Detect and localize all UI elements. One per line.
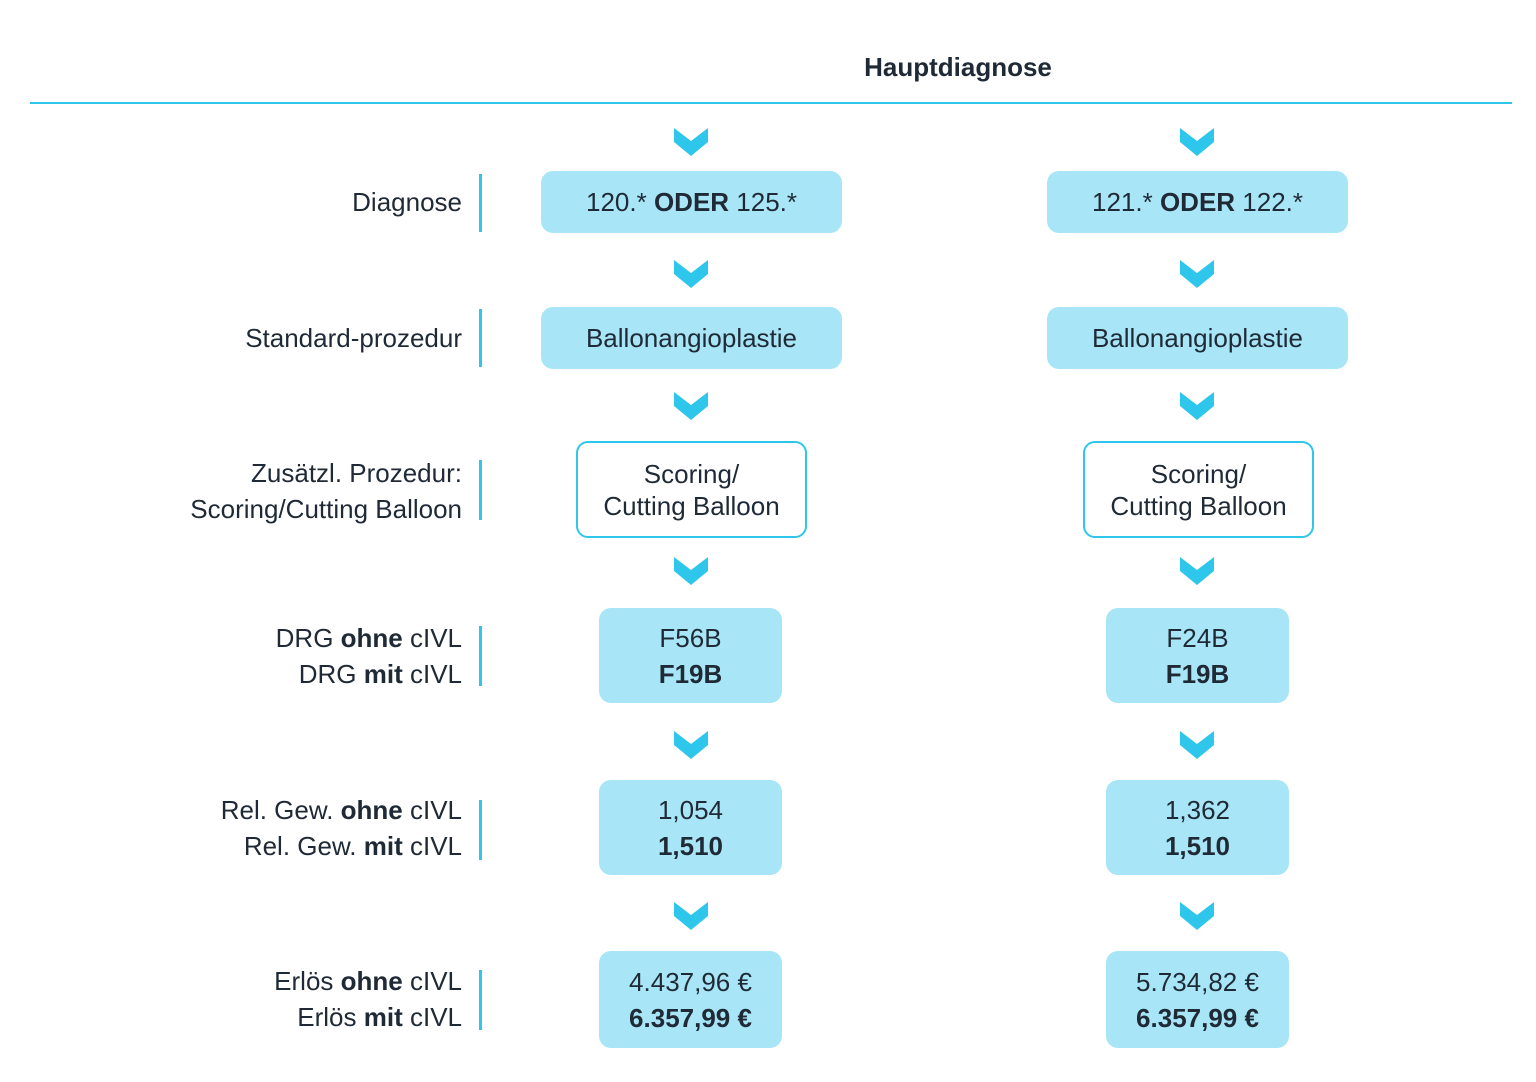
chevron-down-icon bbox=[1180, 557, 1214, 585]
diagnose-box: 121.* ODER 122.* bbox=[1047, 171, 1348, 233]
drg-ohne-value: F56B bbox=[659, 622, 722, 653]
row-divider bbox=[479, 970, 482, 1030]
diagnose-box: 120.* ODER 125.* bbox=[541, 171, 842, 233]
erloes-mit-value: 6.357,99 € bbox=[629, 1002, 752, 1033]
row-label-line: Erlös mit cIVL bbox=[297, 1002, 462, 1032]
chevron-down-icon bbox=[1180, 260, 1214, 288]
drg-box: F56B F19B bbox=[599, 608, 782, 703]
row-label-line: Rel. Gew. ohne cIVL bbox=[220, 795, 462, 825]
rel-gewicht-ohne-value: 1,054 bbox=[657, 794, 724, 825]
zusatz-prozedur-box: Scoring/ Cutting Balloon bbox=[576, 441, 807, 538]
erloes-mit-value: 6.357,99 € bbox=[1136, 1002, 1259, 1033]
row-label-line: Diagnose bbox=[352, 187, 462, 217]
chevron-down-icon bbox=[674, 128, 708, 156]
erloes-ohne-value: 5.734,82 € bbox=[1136, 966, 1259, 997]
row-label-standard-prozedur: Standard-prozedur bbox=[245, 320, 462, 356]
row-label-drg: DRG ohne cIVL DRG mit cIVL bbox=[276, 620, 462, 692]
row-label-zusatz-prozedur: Zusätzl. Prozedur: Scoring/Cutting Ballo… bbox=[190, 455, 462, 527]
row-label-line: Zusätzl. Prozedur: bbox=[251, 458, 462, 488]
zusatz-prozedur-line: Cutting Balloon bbox=[1110, 490, 1287, 521]
chevron-down-icon bbox=[1180, 902, 1214, 930]
chevron-down-icon bbox=[1180, 128, 1214, 156]
row-label-rel-gewicht: Rel. Gew. ohne cIVL Rel. Gew. mit cIVL bbox=[221, 792, 462, 864]
row-label-line: Erlös ohne cIVL bbox=[274, 966, 462, 996]
zusatz-prozedur-line: Scoring/ bbox=[1150, 458, 1247, 489]
chevron-down-icon bbox=[1180, 392, 1214, 420]
row-label-erloes: Erlös ohne cIVL Erlös mit cIVL bbox=[274, 963, 462, 1035]
standard-prozedur-box: Ballonangioplastie bbox=[1047, 307, 1348, 369]
erloes-box: 5.734,82 € 6.357,99 € bbox=[1106, 951, 1289, 1048]
rel-gewicht-mit-value: 1,510 bbox=[657, 830, 724, 861]
zusatz-prozedur-line: Cutting Balloon bbox=[603, 490, 780, 521]
drg-ohne-value: F24B bbox=[1166, 622, 1229, 653]
row-label-line: DRG ohne cIVL bbox=[275, 623, 462, 653]
standard-prozedur-text: Ballonangioplastie bbox=[1091, 323, 1304, 353]
zusatz-prozedur-line: Scoring/ bbox=[643, 458, 740, 489]
row-divider bbox=[479, 800, 482, 860]
chevron-down-icon bbox=[674, 731, 708, 759]
row-divider bbox=[479, 174, 482, 232]
rel-gewicht-ohne-value: 1,362 bbox=[1164, 794, 1231, 825]
header-title: Hauptdiagnose bbox=[864, 52, 1052, 82]
chevron-down-icon bbox=[1180, 731, 1214, 759]
drg-mit-value: F19B bbox=[1165, 658, 1230, 689]
row-divider bbox=[479, 460, 482, 520]
chevron-down-icon bbox=[674, 260, 708, 288]
row-label-line: Standard-prozedur bbox=[245, 323, 462, 353]
row-divider bbox=[479, 309, 482, 367]
rel-gewicht-box: 1,054 1,510 bbox=[599, 780, 782, 875]
chevron-down-icon bbox=[674, 557, 708, 585]
erloes-box: 4.437,96 € 6.357,99 € bbox=[599, 951, 782, 1048]
drg-mit-value: F19B bbox=[658, 658, 723, 689]
diagnose-text: 120.* ODER 125.* bbox=[585, 187, 798, 217]
drg-box: F24B F19B bbox=[1106, 608, 1289, 703]
chevron-down-icon bbox=[674, 902, 708, 930]
standard-prozedur-box: Ballonangioplastie bbox=[541, 307, 842, 369]
chevron-down-icon bbox=[674, 392, 708, 420]
row-label-diagnose: Diagnose bbox=[352, 184, 462, 220]
row-divider bbox=[479, 626, 482, 686]
zusatz-prozedur-box: Scoring/ Cutting Balloon bbox=[1083, 441, 1314, 538]
erloes-ohne-value: 4.437,96 € bbox=[629, 966, 752, 997]
row-label-line: DRG mit cIVL bbox=[298, 659, 462, 689]
standard-prozedur-text: Ballonangioplastie bbox=[585, 323, 798, 353]
row-label-line: Rel. Gew. mit cIVL bbox=[243, 831, 462, 861]
header-divider bbox=[30, 102, 1512, 104]
rel-gewicht-box: 1,362 1,510 bbox=[1106, 780, 1289, 875]
rel-gewicht-mit-value: 1,510 bbox=[1164, 830, 1231, 861]
diagnose-text: 121.* ODER 122.* bbox=[1091, 187, 1304, 217]
row-label-line: Scoring/Cutting Balloon bbox=[190, 494, 462, 524]
